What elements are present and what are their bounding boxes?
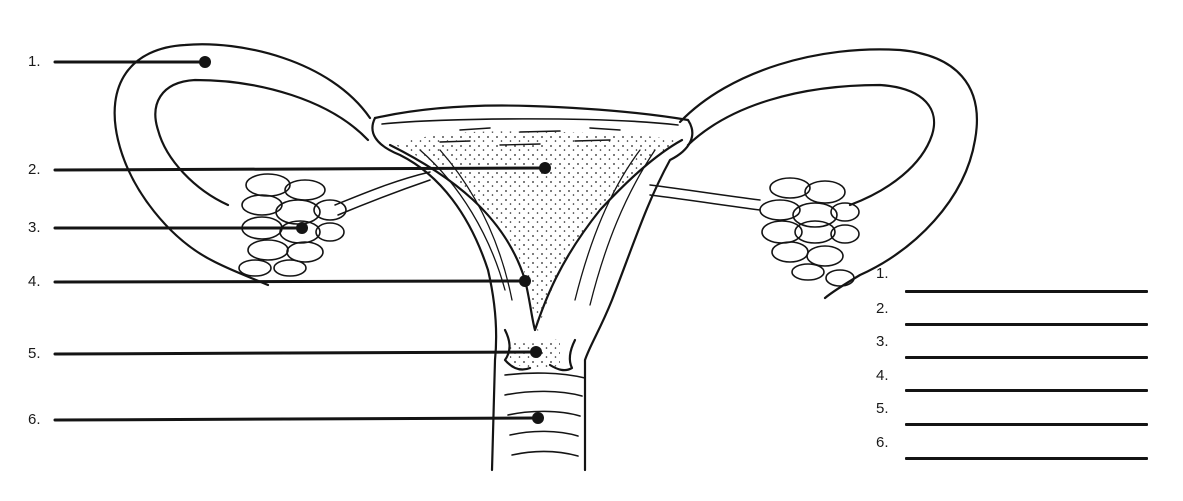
answer-number-2: 2. <box>876 301 889 316</box>
callout-number-1: 1. <box>28 54 41 69</box>
answer-number-3: 3. <box>876 334 889 349</box>
callout-number-3: 3. <box>28 220 41 235</box>
answer-line-6[interactable] <box>905 457 1148 460</box>
answer-number-1: 1. <box>876 266 889 281</box>
left-fallopian-tube-inner <box>155 80 368 205</box>
callout-number-6: 6. <box>28 412 41 427</box>
callout-number-5: 5. <box>28 346 41 361</box>
right-fallopian-tube <box>680 49 977 298</box>
leader-dot-1 <box>199 56 211 68</box>
answer-line-5[interactable] <box>905 423 1148 426</box>
answer-number-6: 6. <box>876 435 889 450</box>
answer-line-1[interactable] <box>905 290 1148 293</box>
answer-number-5: 5. <box>876 401 889 416</box>
answer-number-4: 4. <box>876 368 889 383</box>
right-ovary <box>760 178 859 286</box>
leader-dot-2 <box>539 162 551 174</box>
answer-line-2[interactable] <box>905 323 1148 326</box>
leader-line-6 <box>55 418 538 420</box>
answer-line-3[interactable] <box>905 356 1148 359</box>
leader-dot-5 <box>530 346 542 358</box>
right-fallopian-tube-inner <box>688 85 934 205</box>
left-fallopian-tube <box>115 44 370 285</box>
leader-line-5 <box>55 352 536 354</box>
callout-number-4: 4. <box>28 274 41 289</box>
leader-line-4 <box>55 281 525 282</box>
answer-line-4[interactable] <box>905 389 1148 392</box>
leader-dot-6 <box>532 412 544 424</box>
leader-dot-4 <box>519 275 531 287</box>
leader-dot-3 <box>296 222 308 234</box>
leader-line-2 <box>55 168 545 170</box>
callout-number-2: 2. <box>28 162 41 177</box>
left-ovary <box>239 174 346 276</box>
